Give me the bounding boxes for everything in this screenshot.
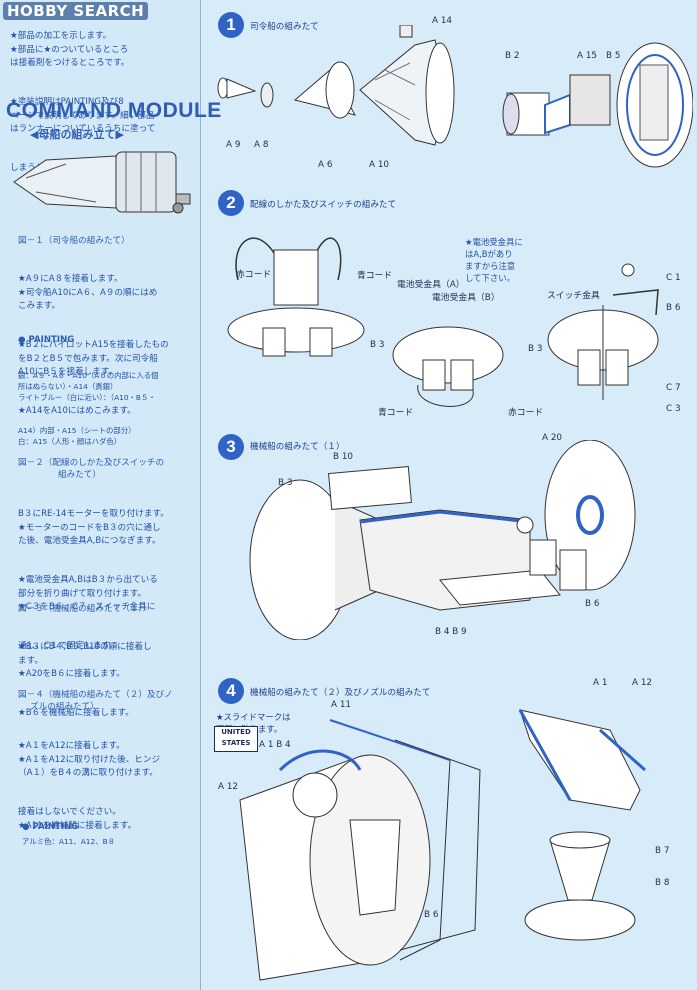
label-c7: C 7 [666, 383, 681, 393]
label-b3-step3: B 3 [278, 478, 293, 488]
step4-diagram [239, 709, 646, 981]
label-b7: B 7 [655, 846, 670, 856]
fig4-text: ★A１をA12に接着します。★A１をA12に取り付けた後、ヒンジ（A１）をB４の… [18, 741, 161, 831]
painting2-label: ● PAINTING [22, 822, 79, 832]
label-a9: A 9 [226, 140, 241, 150]
label-a8: A 8 [254, 140, 269, 150]
step1-diagram [217, 25, 693, 168]
label-switch: スイッチ金具 [547, 291, 600, 301]
label-battery-a: 電池受金具（A） [397, 280, 465, 290]
step-2-title: 配線のしかた及びスイッチの組みたて [250, 200, 397, 210]
label-a15: A 15 [577, 51, 598, 61]
label-a12-nozzle: A 12 [632, 678, 653, 688]
step-4-badge: 4 [218, 678, 244, 704]
fig1-painting-text: 銀：A９・A６・A10（A６の内部に入る個所はぬらない）・A14（貴銀）ライトブ… [18, 371, 159, 446]
label-b6: B 6 [666, 303, 681, 313]
step-3-badge: 3 [218, 434, 244, 460]
step-1-badge: 1 [218, 12, 244, 38]
label-c1: C 1 [666, 273, 681, 283]
label-a14: A 14 [432, 16, 453, 26]
label-b4-b9: B 4 B 9 [435, 627, 467, 637]
label-b6-step3: B 6 [585, 599, 600, 609]
label-b8: B 8 [655, 878, 670, 888]
label-a10: A 10 [369, 160, 390, 170]
label-blue-cord: 青コード [357, 271, 393, 281]
label-red-cord-2: 赤コード [508, 408, 544, 418]
label-b3-step2-right: B 3 [528, 344, 543, 354]
fig1-heading: 図－１（司令船の組みたて） [18, 236, 130, 246]
fig2-text: B３にRE-14モーターを取り付けます。★モーターのコードをB３の穴に通した後、… [18, 509, 169, 652]
label-a11: A 11 [331, 700, 352, 710]
fig3-text: ★B３にB４,B９,B10の順に接着します。★A20をB６に接着します。 ★B６… [18, 642, 152, 719]
column-divider [200, 0, 201, 990]
label-b3-step2: B 3 [370, 340, 385, 350]
fig1-text: ★A９にA８を接着します。★司令船A10にA６、A９の順にはめこみます。 ★B２… [18, 274, 169, 417]
label-c3: C 3 [666, 404, 681, 414]
united-states-decal: UNITED STATES [214, 726, 258, 752]
fig1-painting-label: ● PAINTING [18, 335, 75, 345]
label-a12: A 12 [218, 782, 239, 792]
battery-note: ★電池受金具に はA,Bがあり ますから注意 して下さい。 [465, 237, 523, 283]
fig3-heading: 図－３（機械船の組みたて（１）） [18, 604, 152, 614]
module-subtitle: ◀母船の組み立て▶ [30, 128, 124, 141]
label-b2: B 2 [505, 51, 520, 61]
step-2-badge: 2 [218, 190, 244, 216]
label-battery-b: 電池受金具（B） [432, 293, 500, 303]
label-red-cord: 赤コード [236, 270, 272, 280]
module-title: COMMAND MODULE [6, 99, 222, 122]
label-a20: A 20 [542, 433, 563, 443]
fig4-heading: 図－４（機械船の組みたて（２）及びノ ズルの組みたて） [18, 690, 173, 712]
label-blue-cord-2: 青コード [378, 408, 414, 418]
step2-diagram [227, 237, 659, 407]
fig2-heading: 図－２（配線のしかた及びスイッチの 組みたて） [18, 458, 165, 480]
painting2-text: アルミ色：A11、A12、B８ [22, 837, 116, 846]
label-a1: A 1 [593, 678, 608, 688]
label-a6: A 6 [318, 160, 333, 170]
command-module-illustration [13, 151, 191, 214]
step-1-title: 司令船の組みたて [250, 22, 319, 32]
label-a1-b4: A 1 B 4 [259, 740, 291, 750]
label-b10: B 10 [333, 452, 354, 462]
watermark: HOBBY SEARCH [3, 2, 149, 20]
step3-diagram [249, 440, 636, 640]
step-3-title: 機械船の組みたて（１） [250, 442, 345, 452]
label-b6-step4: B 6 [424, 910, 439, 920]
label-b5: B 5 [606, 51, 621, 61]
step-4-title: 機械船の組みたて（２）及びノズルの組みたて [250, 688, 431, 698]
